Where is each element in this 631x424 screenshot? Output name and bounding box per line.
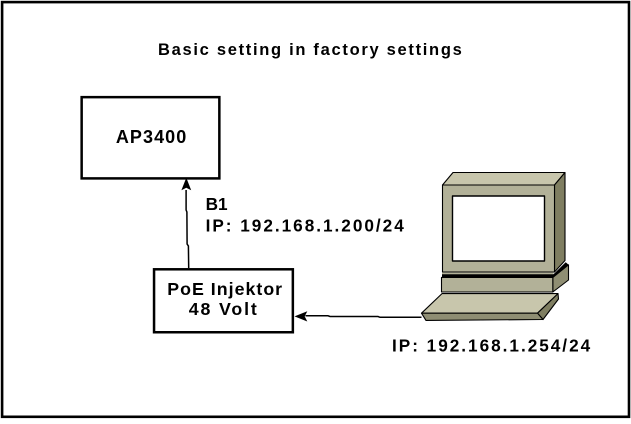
svg-text:Basic setting in factory setti: Basic setting in factory settings <box>158 41 464 59</box>
svg-text:B1: B1 <box>206 194 228 214</box>
svg-text:IP: 192.168.1.200/24: IP: 192.168.1.200/24 <box>206 215 406 235</box>
svg-text:AP3400: AP3400 <box>116 127 187 147</box>
svg-text:48 Volt: 48 Volt <box>189 299 259 319</box>
svg-text:IP: 192.168.1.254/24: IP: 192.168.1.254/24 <box>392 335 592 355</box>
svg-text:PoE Injektor: PoE Injektor <box>167 279 283 299</box>
